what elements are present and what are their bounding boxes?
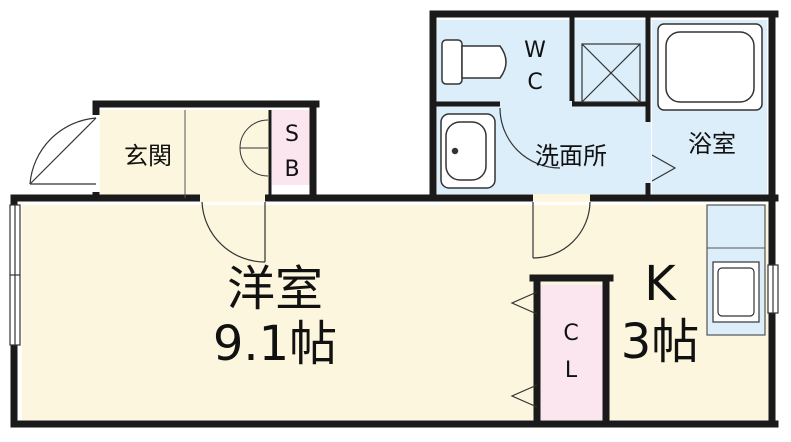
toilet-door — [499, 101, 572, 169]
bathroom-door — [645, 122, 677, 183]
washbasin-fixture — [440, 113, 496, 189]
kitchen-size: 3帖 — [621, 314, 700, 370]
toilet-fixture — [441, 39, 507, 85]
shoe-box-doors — [239, 119, 269, 177]
shoe-box-label-2: B — [284, 157, 299, 182]
western-room-door — [200, 194, 266, 263]
entrance-label: 玄関 — [124, 142, 172, 170]
closet-floor — [540, 285, 603, 420]
closet-label-2: L — [565, 358, 578, 383]
window-right — [767, 264, 779, 314]
bathtub-fixture — [657, 23, 763, 111]
kitchen-sink-stove — [712, 261, 760, 323]
bathroom-label: 浴室 — [688, 130, 736, 158]
washroom-door — [532, 194, 591, 259]
shoe-box-label-1: S — [285, 122, 299, 147]
closet-label-1: C — [563, 321, 578, 346]
shower-fixture — [581, 43, 641, 103]
entrance-door — [29, 115, 100, 192]
toilet-label-1: W — [524, 38, 546, 63]
toilet-label-2: C — [527, 70, 542, 95]
shoe-box-floor — [272, 110, 310, 185]
closet-doors — [510, 291, 538, 408]
washroom-label: 洗面所 — [535, 142, 607, 170]
western-room-size: 9.1帖 — [213, 316, 337, 372]
western-room-floor — [22, 205, 527, 420]
window-left — [9, 204, 21, 346]
western-room-label: 洋室 — [227, 261, 323, 317]
kitchen-label: K — [644, 256, 677, 312]
